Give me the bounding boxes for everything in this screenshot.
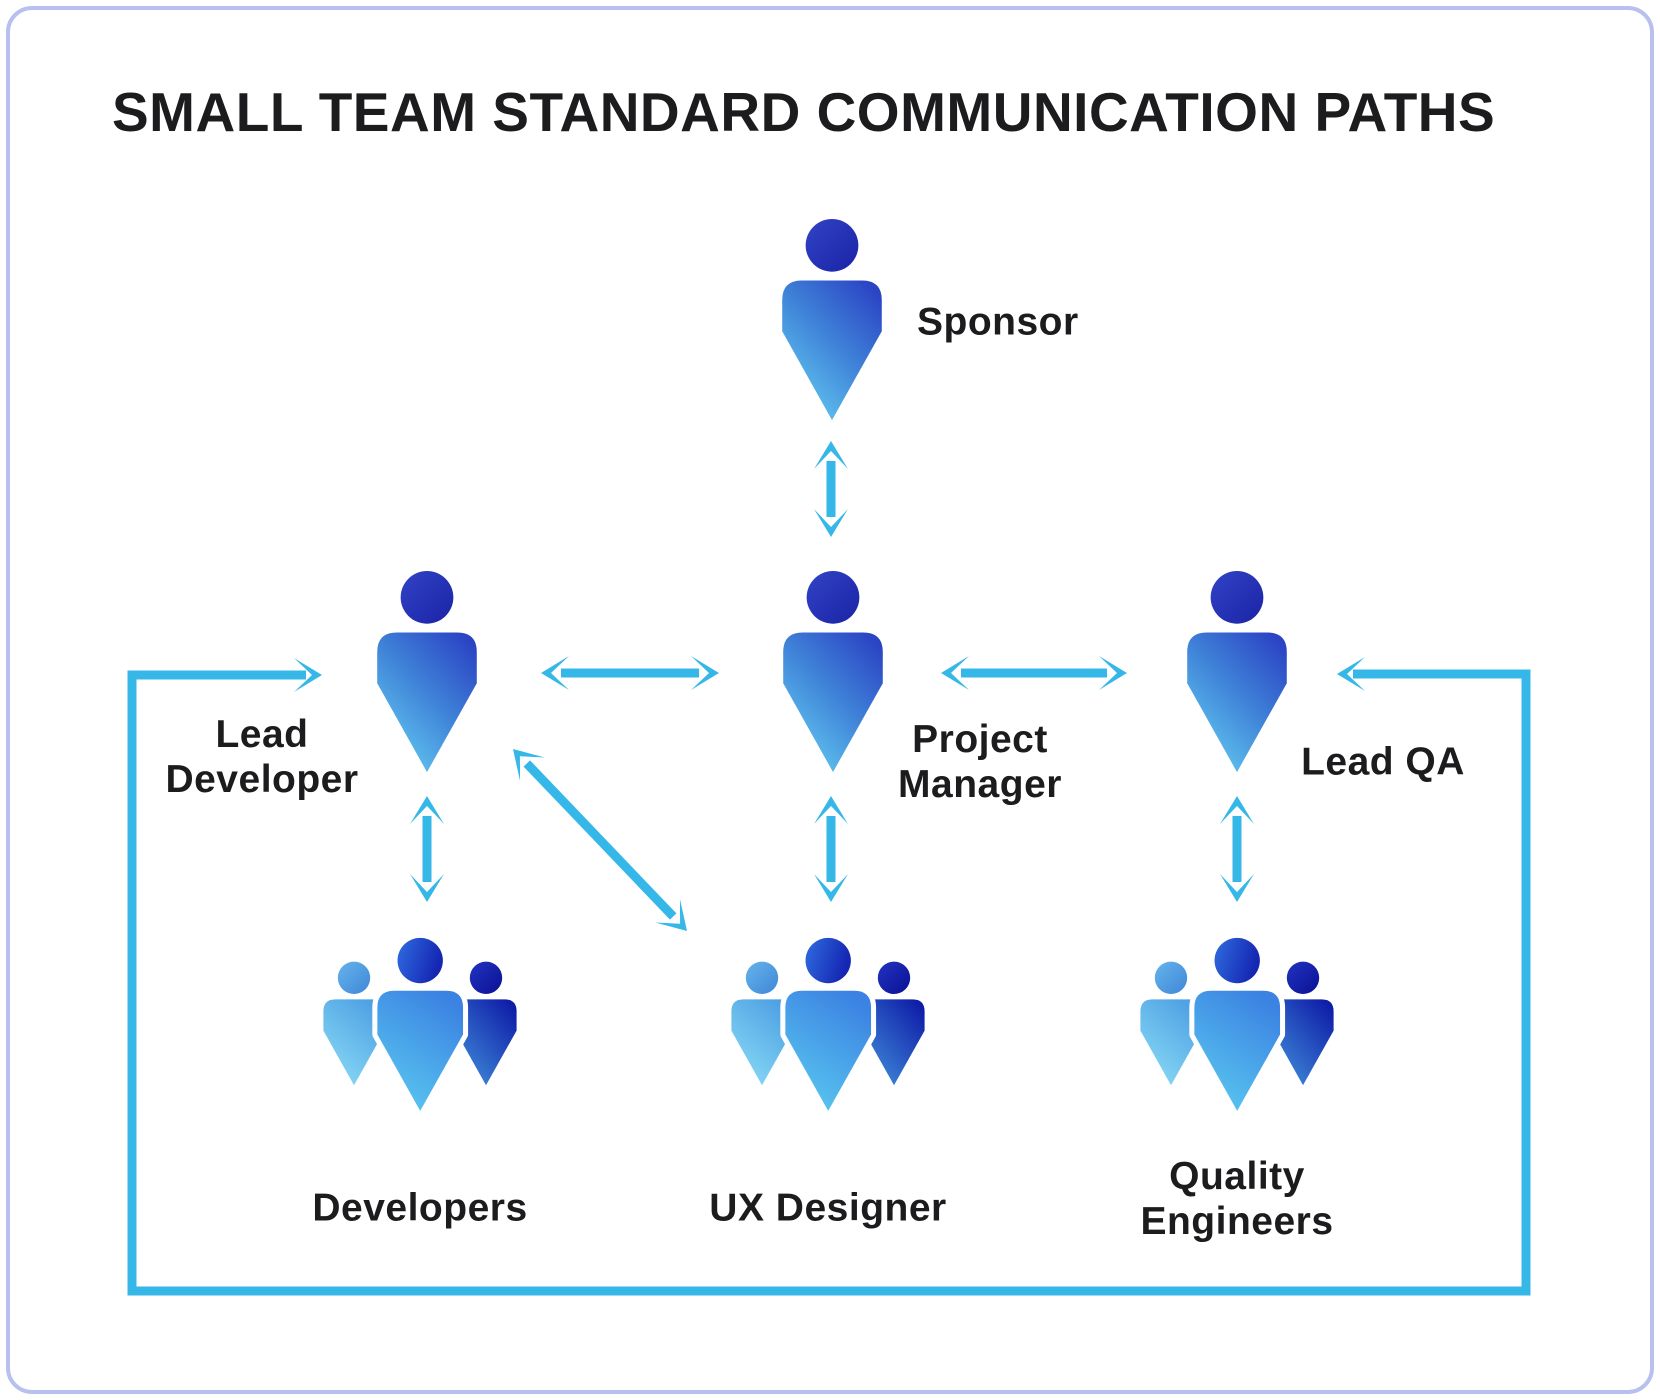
node-label: Quality Engineers bbox=[1140, 1154, 1334, 1243]
node-quality-engineers: Quality Engineers bbox=[1122, 929, 1352, 1243]
connection-lead-developer-project-manager bbox=[541, 656, 719, 690]
node-label: Lead Developer bbox=[165, 712, 359, 801]
node-label: Project Manager bbox=[898, 717, 1062, 806]
connection-lead-developer-developers bbox=[410, 796, 444, 902]
node-label: Sponsor bbox=[917, 300, 1079, 344]
connection-lead-qa-quality-engineers bbox=[1220, 796, 1254, 902]
node-label: Developers bbox=[312, 1186, 528, 1230]
node-lead-qa: Lead QA bbox=[1183, 570, 1464, 783]
people-group-icon bbox=[1122, 929, 1352, 1134]
people-group-icon bbox=[305, 929, 535, 1134]
connection-lead-developer-ux-designer bbox=[513, 749, 687, 931]
person-icon bbox=[1183, 570, 1291, 780]
node-label: UX Designer bbox=[709, 1186, 947, 1230]
connection-project-manager-lead-qa bbox=[941, 656, 1127, 690]
node-label: Lead QA bbox=[1301, 740, 1465, 784]
connection-outer-loop bbox=[127, 657, 1531, 1296]
diagram-title: SMALL TEAM STANDARD COMMUNICATION PATHS bbox=[112, 81, 1496, 143]
node-lead-developer: Lead Developer bbox=[165, 570, 481, 801]
person-icon bbox=[779, 570, 887, 780]
connection-project-manager-ux-designer bbox=[814, 796, 848, 902]
people-group-icon bbox=[713, 929, 943, 1134]
person-icon bbox=[778, 218, 886, 428]
node-sponsor: Sponsor bbox=[778, 218, 1078, 423]
connection-sponsor-project-manager bbox=[814, 441, 848, 537]
node-project-manager: Project Manager bbox=[779, 570, 1061, 806]
node-ux-designer: UX Designer bbox=[709, 929, 946, 1229]
node-developers: Developers bbox=[305, 929, 535, 1229]
person-icon bbox=[373, 570, 481, 780]
